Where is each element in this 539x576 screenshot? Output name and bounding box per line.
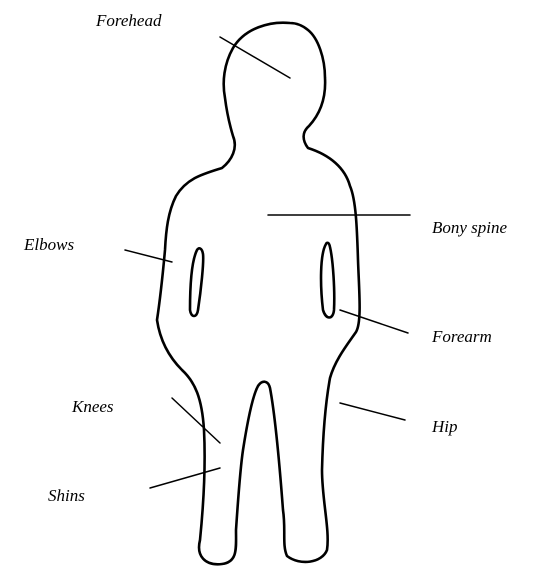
body-silhouette — [157, 23, 360, 565]
hip-label: Hip — [432, 418, 458, 435]
right-arm-gap — [321, 243, 334, 318]
shins-label: Shins — [48, 487, 85, 504]
forearm-leader-line — [340, 310, 408, 333]
bony-spine-label: Bony spine — [432, 219, 507, 236]
elbows-label: Elbows — [24, 236, 74, 253]
forehead-label: Forehead — [96, 12, 161, 29]
left-arm-gap — [190, 248, 203, 316]
hip-leader-line — [340, 403, 405, 420]
forearm-label: Forearm — [432, 328, 492, 345]
shins-leader-line — [150, 468, 220, 488]
knees-label: Knees — [72, 398, 114, 415]
forehead-leader-line — [220, 37, 290, 78]
knees-leader-line — [172, 398, 220, 443]
